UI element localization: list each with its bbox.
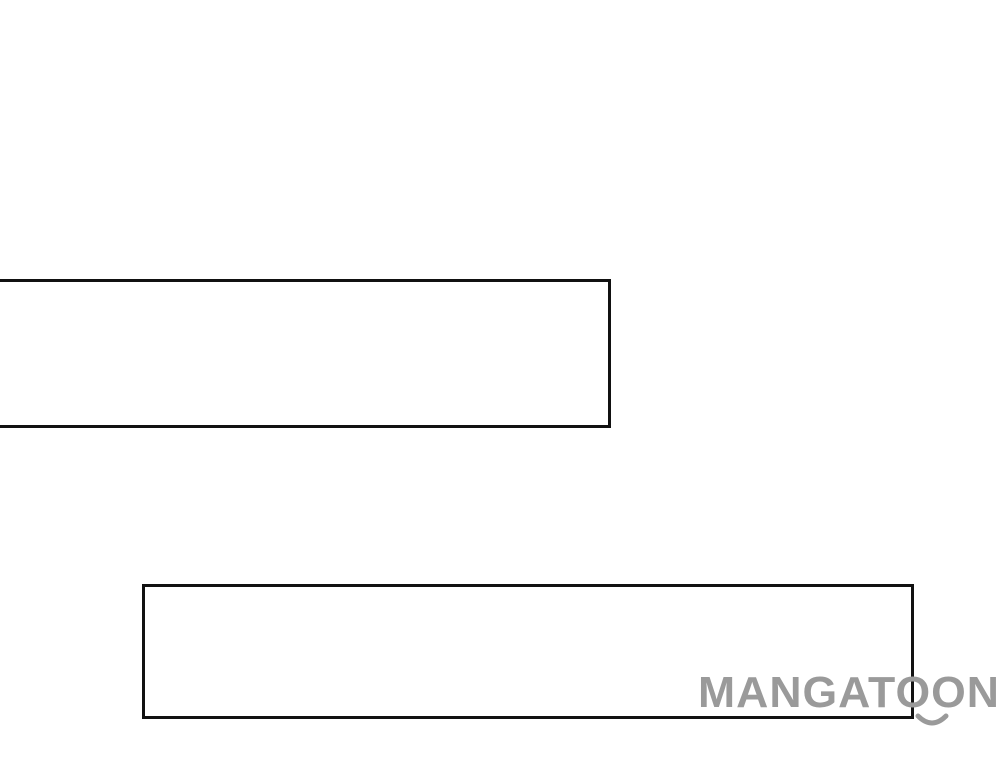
watermark-text: MANGATOON	[698, 668, 1000, 717]
mangatoon-watermark: MANGATOON	[698, 664, 1000, 732]
mangatoon-logo: MANGATOON	[698, 668, 1000, 726]
empty-text-panel-bottom	[142, 584, 914, 719]
empty-text-panel-top	[0, 279, 611, 428]
smile-icon	[915, 713, 949, 726]
